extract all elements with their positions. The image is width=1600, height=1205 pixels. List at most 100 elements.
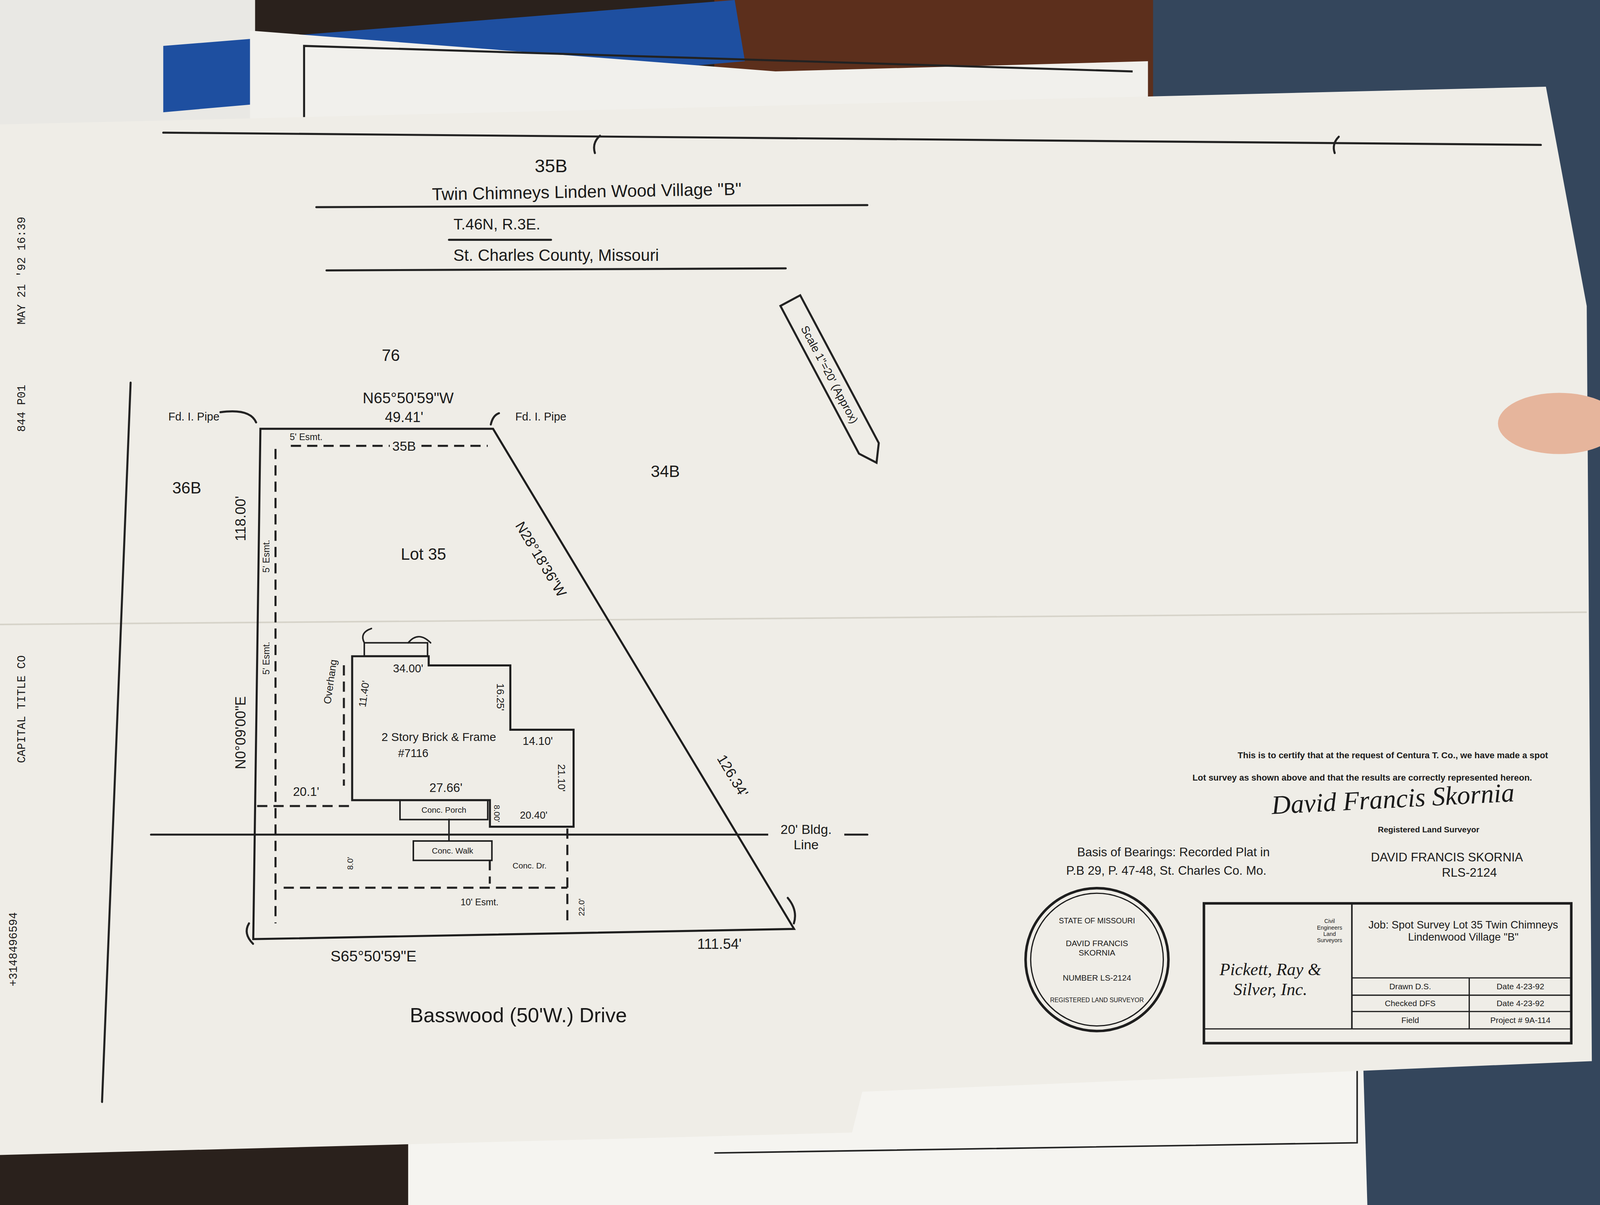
title-block-text: Pickett, Ray & Silver, Inc. [1214,959,1327,1000]
title-block-rule [1352,976,1572,979]
easement-note: 10' Esmt. [460,896,499,908]
lot-parcel-line [252,428,794,939]
title-block-text: Drawn D.S. [1389,981,1431,991]
street-name: Basswood (50'W.) Drive [409,1003,628,1028]
scale-note: Scale 1"=20' (Approx) [798,323,861,426]
fax-header: MAY 21 '92 16:39 [16,216,30,325]
dimension: 11.40' [356,680,372,709]
deck-arc [362,628,372,643]
basis-note: P.B 29, P. 47-48, St. Charles Co. Mo. [1066,863,1267,878]
lot-parcel: Lot 35 2 Story Brick & Frame #7116Conc. Po… [250,426,799,941]
surveyor-name: DAVID FRANCIS SKORNIA [1370,850,1524,865]
lot-parcel-text: Lot 35 [400,544,447,564]
house-footprint-line [352,656,574,827]
easement-note: 5' Esmt. [289,431,323,442]
thumb [1498,392,1600,454]
fold-crease [0,612,1587,625]
house-footprint-text: 2 Story Brick & Frame [381,729,497,744]
bearing: N0°09'00"E [232,696,250,770]
fax-header: CAPITAL TITLE CO [16,655,30,764]
dimension: 34.00' [392,661,424,675]
distance: 111.54' [697,935,742,953]
sheet-number: 35B [534,155,568,177]
easement-line [566,828,569,924]
bearing: S65°50'59"E [330,947,417,966]
title-block-rule [1351,903,1353,1029]
monument-note: Fd. I. Pipe [168,409,220,423]
title-underline [316,205,868,208]
distance: 49.41' [384,409,424,426]
title-block-rule [1352,1010,1572,1012]
building-line [150,833,868,836]
county-state: St. Charles County, Missouri [453,245,659,265]
deck-arc [408,636,431,643]
dimension: 21.10' [555,763,568,792]
signature-caption: Registered Land Surveyor [1377,824,1480,835]
lot-number: 35B [389,437,419,455]
lot-parcel-outline [250,426,799,941]
easement-note: 5' Esmt. [261,539,272,573]
lot-number: 36B [172,478,202,498]
leader-line [220,411,257,423]
dimension: 8.0' [345,856,355,870]
surveyor-seal-text: NUMBER LS-2124 [1061,972,1133,983]
plat-title: Twin Chimneys Linden Wood Village "B" [431,179,742,205]
fax-header: +3148496594 [7,911,21,986]
dimension-line [257,804,353,807]
title-block-text: Civil Engineers Land Surveyors [1311,917,1349,944]
distance: 126.34' [713,751,752,800]
easement-line [283,886,568,889]
dimension: 14.10' [522,734,553,748]
house-footprint: 2 Story Brick & Frame #7116 [352,656,574,827]
walk-box: Conc. Walk [413,840,492,860]
license-number: RLS-2124 [1441,865,1498,880]
dimension: 22.0' [576,898,587,916]
bearing: N28°18'36"W [511,518,570,600]
distance: 118.00' [232,495,250,542]
basis-note: Basis of Bearings: Recorded Plat in [1077,845,1270,860]
title-block-rule [1468,977,1470,1029]
adjacent-line [101,382,131,1102]
easement-line [290,444,488,447]
step-line [448,819,450,841]
driveway-note: Conc. Dr. [512,860,547,871]
leader-line [490,412,500,425]
seal-ring [1025,887,1169,1031]
title-block-text: Date 4-23-92 [1496,998,1544,1008]
porch-box: Conc. Porch [400,800,488,820]
title-block-text: Checked DFS [1384,998,1436,1008]
seal-ring [1030,892,1164,1026]
signature: David Francis Skornia [1270,777,1515,821]
title-block-text: Project # 9A-114 [1490,1015,1551,1025]
walk-box-text: Conc. Walk [431,845,474,856]
dimension: 27.66' [429,780,463,795]
title-block-frame [1203,903,1572,1043]
easement-line [274,449,277,924]
title-block-text: Job: Spot Survey Lot 35 Twin Chimneys Li… [1361,918,1566,944]
porch-box-line [400,800,488,820]
corner-arc [246,923,253,944]
monument-note: Fd. I. Pipe [515,409,567,423]
overhang-line [342,665,345,786]
title-block-rule [1352,1027,1572,1030]
surveyor-seal-text: REGISTERED LAND SURVEYOR [1050,996,1144,1004]
bearing: N65°50'59"W [362,389,454,407]
tick-mark [594,135,600,153]
easement-note: 5' Esmt. [261,641,272,675]
tick-mark [1333,136,1339,154]
building-note: Overhang [321,658,340,705]
house-footprint-text: #7116 [398,746,429,760]
lot-number: 76 [381,345,400,365]
title-block-rule [1352,994,1572,996]
deck [364,642,428,657]
dimension: 20.1' [292,784,320,799]
certification: This is to certify that at the request o… [1237,750,1548,761]
township-range: T.46N, R.3E. [453,215,541,234]
title-block-text: Date 4-23-92 [1496,981,1544,991]
title-underline [449,238,551,241]
title-underline [326,268,786,271]
dimension: 16.25' [494,683,506,711]
building-line-note: 20' Bldg. Line [768,820,845,853]
